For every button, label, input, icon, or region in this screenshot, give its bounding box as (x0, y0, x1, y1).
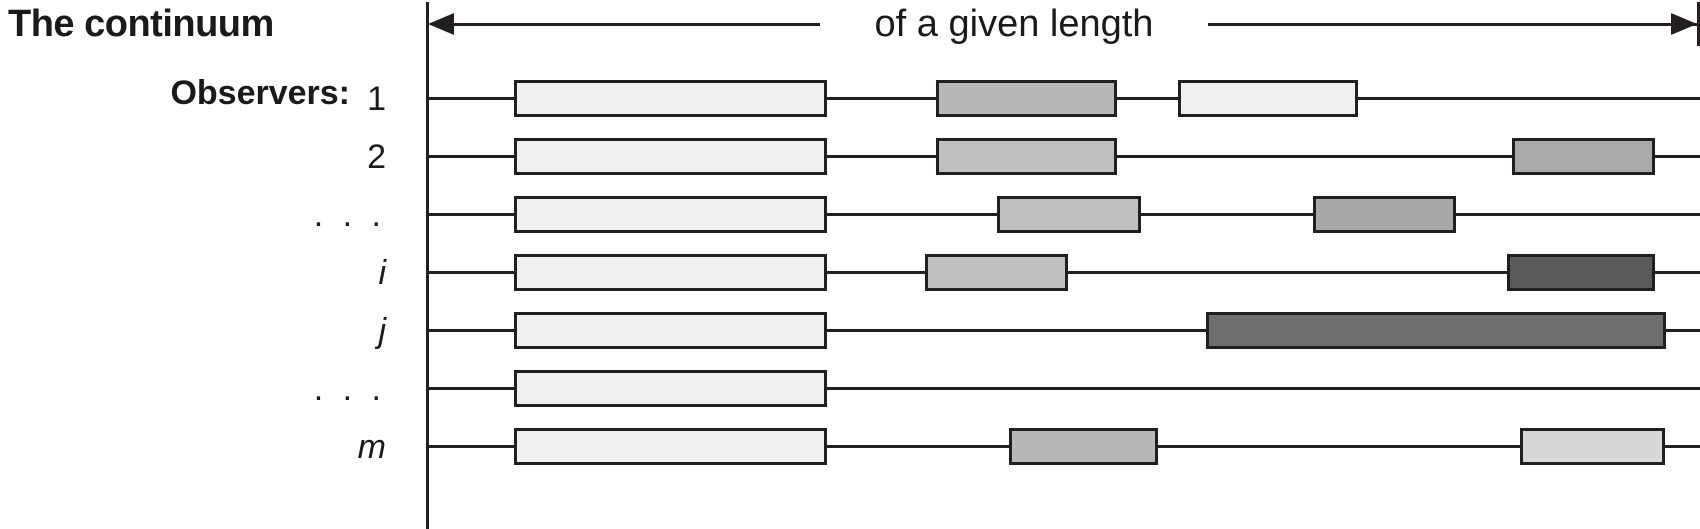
arrow-right-endcap (1697, 2, 1700, 46)
observer-row: . . . (0, 192, 1700, 238)
interval-segment[interactable] (1520, 428, 1665, 465)
observer-row-label: i (378, 253, 386, 292)
observer-row: j (0, 308, 1700, 354)
observer-row-label: . . . (313, 369, 386, 408)
interval-segment[interactable] (514, 80, 827, 117)
interval-segment[interactable] (997, 196, 1141, 233)
observer-row: . . . (0, 366, 1700, 412)
interval-segment[interactable] (1206, 312, 1666, 349)
arrow-head-left-icon (428, 13, 454, 35)
interval-segment[interactable] (936, 80, 1117, 117)
interval-segment[interactable] (514, 370, 827, 407)
arrow-caption: of a given length (820, 0, 1208, 48)
arrow-shaft-left (450, 23, 820, 26)
observer-row: 1 (0, 76, 1700, 122)
interval-segment[interactable] (1313, 196, 1456, 233)
interval-segment[interactable] (1178, 80, 1358, 117)
interval-segment[interactable] (936, 138, 1117, 175)
observer-row: 2 (0, 134, 1700, 180)
interval-segment[interactable] (514, 254, 827, 291)
observer-row-label: 1 (367, 79, 386, 118)
interval-segment[interactable] (514, 138, 827, 175)
interval-segment[interactable] (1009, 428, 1158, 465)
arrow-head-right-icon (1671, 13, 1697, 35)
observer-row: m (0, 424, 1700, 470)
observer-row-label: j (378, 311, 386, 350)
observer-timeline (426, 329, 1700, 332)
interval-segment[interactable] (1507, 254, 1655, 291)
observer-row-label: . . . (313, 195, 386, 234)
observer-row-label: m (357, 427, 386, 466)
observer-row: i (0, 250, 1700, 296)
interval-segment[interactable] (925, 254, 1068, 291)
interval-segment[interactable] (1512, 138, 1655, 175)
observer-timeline (426, 387, 1700, 390)
observers-label: Observers: (170, 73, 350, 112)
interval-segment[interactable] (514, 196, 827, 233)
interval-segment[interactable] (514, 428, 827, 465)
observer-row-label: 2 (367, 137, 386, 176)
figure-title-continuum: The continuum (8, 2, 274, 45)
continuum-axis-line (426, 2, 429, 529)
interval-segment[interactable] (514, 312, 827, 349)
arrow-shaft-right (1180, 23, 1697, 26)
